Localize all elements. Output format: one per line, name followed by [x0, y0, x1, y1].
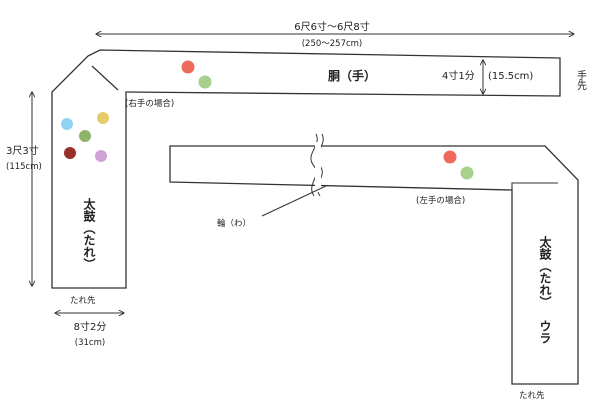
tare-saki-left-label: たれ先 — [70, 295, 96, 306]
right-case-label: (右手の場合) — [125, 98, 174, 109]
upper-obi-fold-line — [91, 65, 119, 91]
dot-green-top — [198, 75, 212, 89]
lower-obi-inner-fold — [511, 182, 558, 190]
dot-yellow — [97, 112, 109, 124]
lower-obi-outline — [169, 145, 579, 385]
bottom-width-metric: (31cm) — [75, 338, 105, 348]
left-length-label: 3尺3寸 — [6, 144, 39, 157]
bottom-width-label: 8寸2分 — [74, 320, 107, 333]
dot-red-lower — [443, 150, 457, 164]
break-gap — [315, 142, 321, 192]
left-case-label: (左手の場合) — [416, 195, 465, 206]
ura-label: ウラ — [538, 320, 552, 344]
wa-pointer-line — [261, 185, 327, 217]
dot-sky — [61, 118, 73, 130]
upper-obi-outline — [51, 49, 561, 289]
width-label: 4寸1分 — [442, 69, 475, 82]
taiko-right-label: 太鼓（たれ） — [538, 235, 552, 308]
dot-olive — [79, 130, 91, 142]
body-label: 胴（手） — [328, 68, 376, 83]
dot-lavender — [95, 150, 107, 162]
left-length-metric: (115cm) — [6, 162, 42, 172]
wa-label: 輪（わ） — [217, 218, 251, 229]
dot-red-top — [181, 60, 195, 74]
dot-darkred — [64, 147, 76, 159]
top-length-label: 6尺6寸～6尺8寸 — [294, 20, 369, 33]
taiko-left-label: 太鼓（たれ） — [82, 197, 96, 270]
dot-green-lower — [460, 166, 474, 180]
tare-saki-right-label: たれ先 — [519, 390, 545, 401]
top-length-metric: (250～257cm) — [302, 39, 363, 49]
width-metric: (15.5cm) — [488, 71, 533, 82]
tesaki-label: 手先 — [575, 69, 587, 91]
